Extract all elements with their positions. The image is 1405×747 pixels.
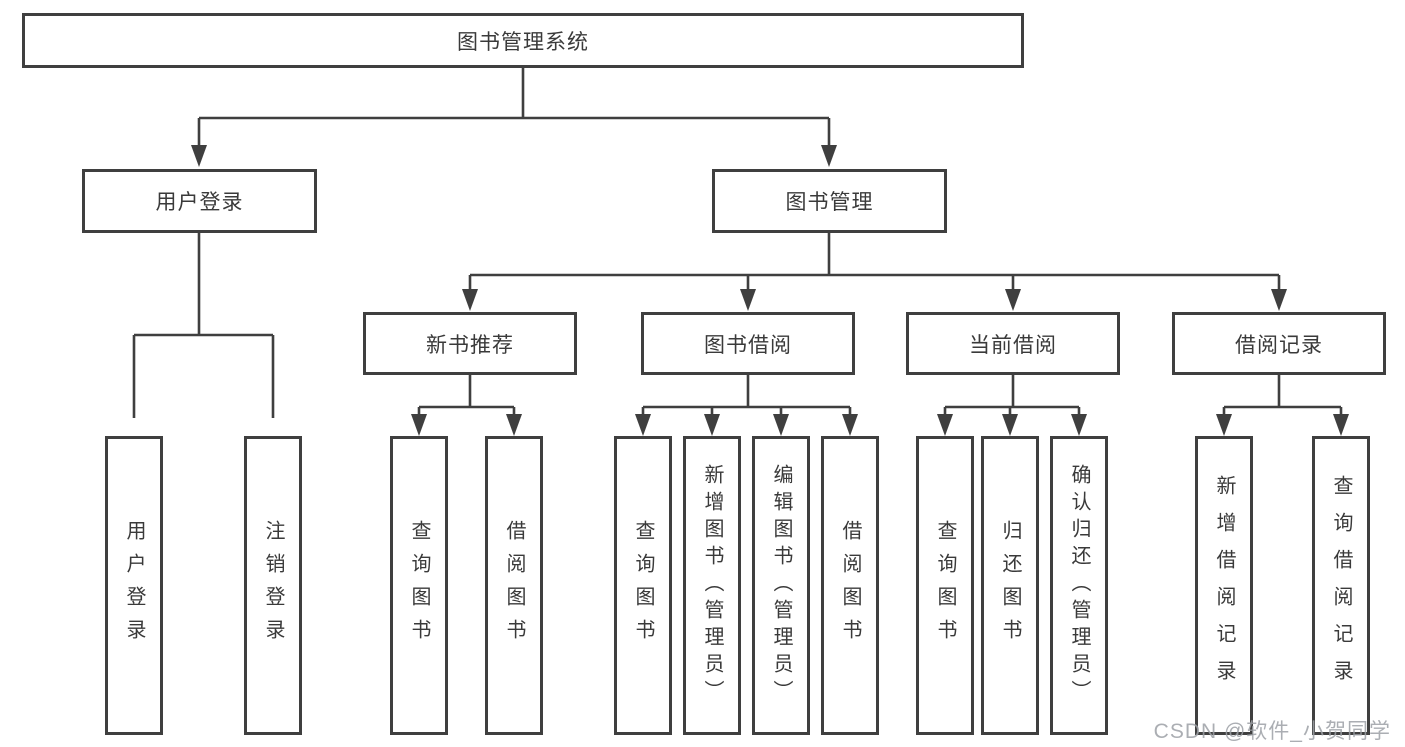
node-borrowing-records: 借阅记录 xyxy=(1172,312,1386,375)
node-library-system: 图书管理系统 xyxy=(22,13,1024,68)
csdn-watermark: CSDN @软件_小贺同学 xyxy=(1153,720,1391,743)
arrowheads xyxy=(191,145,1349,436)
leaf-logout: 注销登录 xyxy=(244,436,302,735)
node-book-management: 图书管理 xyxy=(712,169,947,233)
leaf-user-login: 用户登录 xyxy=(105,436,163,735)
leaf-return-books: 归还图书 xyxy=(981,436,1039,735)
node-user-login: 用户登录 xyxy=(82,169,317,233)
node-new-book-recommend: 新书推荐 xyxy=(363,312,577,375)
node-book-borrowing: 图书借阅 xyxy=(641,312,855,375)
leaf-confirm-return-admin: 确认归还（管理员） xyxy=(1050,436,1108,735)
leaf-query-books-current: 查询图书 xyxy=(916,436,974,735)
node-current-borrowing: 当前借阅 xyxy=(906,312,1120,375)
leaf-borrow-books-recommend: 借阅图书 xyxy=(485,436,543,735)
leaf-edit-books-admin: 编辑图书（管理员） xyxy=(752,436,810,735)
leaf-add-borrow-record: 新增借阅记录 xyxy=(1195,436,1253,735)
leaf-query-books-borrowing: 查询图书 xyxy=(614,436,672,735)
leaf-query-books-recommend: 查询图书 xyxy=(390,436,448,735)
leaf-add-books-admin: 新增图书（管理员） xyxy=(683,436,741,735)
leaf-borrow-books: 借阅图书 xyxy=(821,436,879,735)
leaf-query-borrow-record: 查询借阅记录 xyxy=(1312,436,1370,735)
